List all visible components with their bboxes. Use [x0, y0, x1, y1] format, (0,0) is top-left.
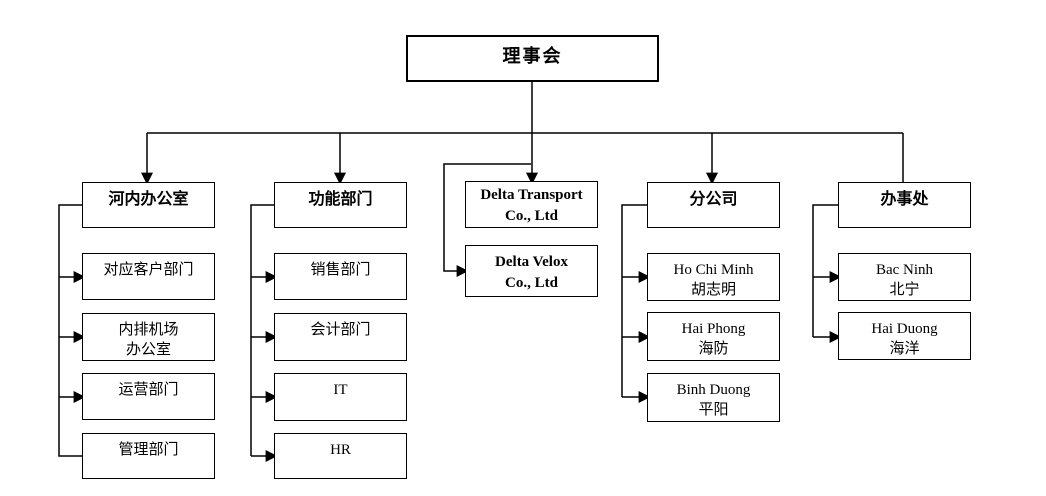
- node-customer-service-dept: 对应客户部门: [82, 253, 215, 300]
- hanoi-children-connectors: [58, 204, 86, 457]
- node-representative-offices: 办事处: [838, 182, 971, 228]
- node-branch-companies: 分公司: [647, 182, 780, 228]
- node-label: 对应客户部门: [103, 262, 194, 278]
- node-accounting-dept: 会计部门: [274, 313, 407, 361]
- node-label: 办事处: [880, 191, 929, 208]
- node-label: 会计部门: [310, 322, 371, 338]
- hanoi-spine: [58, 204, 82, 457]
- offices-spine: [812, 204, 838, 337]
- node-label-line-2: 海防: [698, 341, 729, 357]
- node-delta-velox: Delta Velox Co., Ltd: [465, 245, 598, 297]
- node-label-line-1: Hai Duong: [871, 321, 938, 337]
- node-label: 销售部门: [310, 262, 371, 278]
- node-binh-duong-branch: Binh Duong 平阳: [647, 373, 780, 422]
- node-operations-dept: 运营部门: [82, 373, 215, 420]
- wire-to-delta-velox: [443, 163, 531, 277]
- node-hr-dept: HR: [274, 433, 407, 479]
- node-hai-duong-office: Hai Duong 海洋: [838, 312, 971, 360]
- branches-spine: [621, 204, 647, 397]
- node-admin-dept: 管理部门: [82, 433, 215, 479]
- node-board: 理事会: [406, 35, 659, 82]
- node-label-line-2: 海洋: [889, 341, 920, 357]
- node-label-line-1: Hai Phong: [681, 321, 746, 337]
- root-connectors: [141, 82, 904, 185]
- node-label-line-2: 胡志明: [690, 282, 736, 298]
- node-label-line-1: Bac Ninh: [875, 262, 934, 278]
- node-ho-chi-minh-branch: Ho Chi Minh 胡志明: [647, 253, 780, 301]
- node-noi-bai-airport-office: 内排机场 办公室: [82, 313, 215, 361]
- node-label-line-1: Binh Duong: [676, 382, 751, 398]
- branches-children-connectors: [621, 204, 651, 403]
- node-it-dept: IT: [274, 373, 407, 421]
- node-label: 管理部门: [118, 442, 179, 458]
- node-label: 理事会: [502, 46, 563, 66]
- node-sales-dept: 销售部门: [274, 253, 407, 300]
- node-label-line-2: 平阳: [698, 402, 729, 418]
- node-label: 运营部门: [118, 382, 179, 398]
- node-label-line-1: 内排机场: [118, 322, 179, 338]
- node-label: HR: [330, 442, 351, 458]
- node-label-line-1: Delta Velox: [495, 254, 568, 270]
- node-delta-transport: Delta Transport Co., Ltd: [465, 181, 598, 228]
- node-bac-ninh-office: Bac Ninh 北宁: [838, 253, 971, 301]
- node-hai-phong-branch: Hai Phong 海防: [647, 312, 780, 361]
- node-label-line-2: Co., Ltd: [505, 208, 558, 224]
- node-label: IT: [333, 382, 348, 398]
- functional-children-connectors: [250, 204, 278, 462]
- node-functional-departments: 功能部门: [274, 182, 407, 228]
- node-label-line-2: 北宁: [889, 282, 920, 298]
- node-label: 河内办公室: [108, 191, 189, 208]
- node-label: 功能部门: [308, 191, 373, 208]
- functional-spine: [250, 204, 274, 456]
- node-label-line-2: Co., Ltd: [505, 275, 558, 291]
- node-label-line-1: Ho Chi Minh: [673, 262, 754, 278]
- node-hanoi-office: 河内办公室: [82, 182, 215, 228]
- delta-velox-connector: [443, 163, 531, 277]
- node-label-line-1: Delta Transport: [480, 187, 583, 203]
- node-label: 分公司: [689, 191, 738, 208]
- node-label-line-2: 办公室: [125, 342, 171, 358]
- offices-children-connectors: [812, 204, 842, 343]
